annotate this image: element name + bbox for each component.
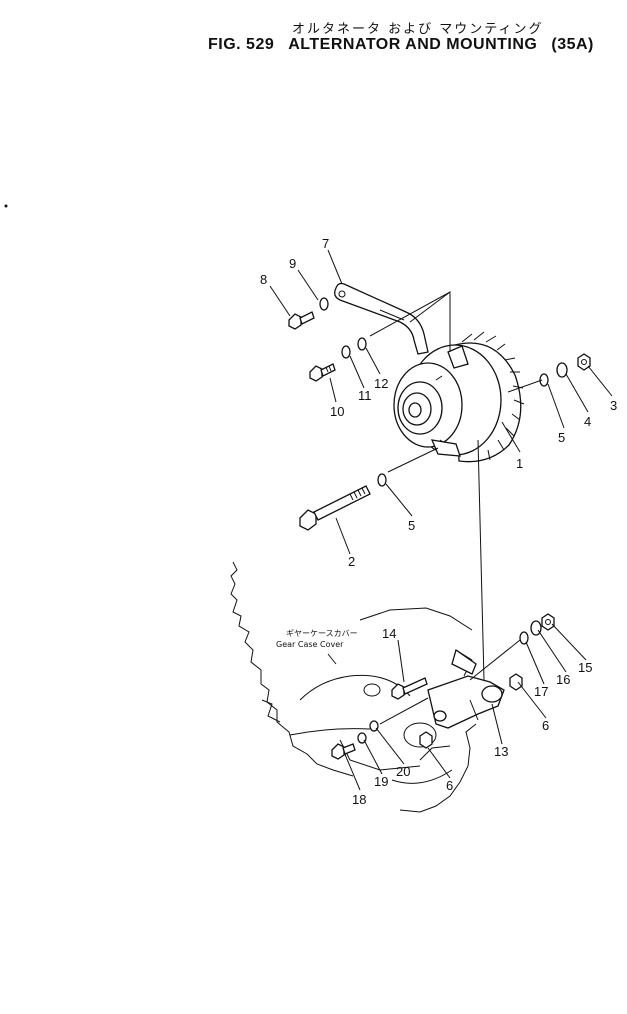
washer-4 — [556, 362, 568, 378]
callout-6-upper: 6 — [542, 718, 549, 733]
stray-mark — [4, 204, 8, 208]
washer-5-upper — [539, 373, 549, 387]
callout-13: 13 — [494, 744, 508, 759]
callout-16: 16 — [556, 672, 570, 687]
callout-2: 2 — [348, 554, 355, 569]
bolt-18 — [331, 743, 356, 760]
nut-3 — [577, 353, 591, 371]
callout-19: 19 — [374, 774, 388, 789]
bolt-14 — [391, 677, 428, 700]
callout-12: 12 — [374, 376, 388, 391]
callout-6-lower: 6 — [446, 778, 453, 793]
nut-6-upper — [509, 673, 523, 691]
nut-6-lower — [419, 731, 433, 749]
washer-12 — [357, 337, 367, 351]
pivot-bolt — [299, 485, 371, 531]
bolt-10 — [309, 363, 336, 382]
callout-8: 8 — [260, 272, 267, 287]
washer-5-lower — [377, 473, 387, 487]
callout-4: 4 — [584, 414, 591, 429]
alternator — [393, 331, 525, 463]
washer-17 — [519, 631, 529, 645]
title-japanese: オルタネータ および マウンティング — [292, 22, 544, 37]
bolt-8 — [288, 311, 315, 330]
callout-7: 7 — [322, 236, 329, 251]
gear-case-note-english: Gear Case Cover — [276, 640, 344, 649]
gear-case-note-japanese: ギヤーケースカバー — [286, 629, 358, 638]
callout-14: 14 — [382, 626, 396, 641]
callout-10: 10 — [330, 404, 344, 419]
callout-5-lower: 5 — [408, 518, 415, 533]
washer-11 — [341, 345, 351, 359]
callout-1: 1 — [516, 456, 523, 471]
leader-lines — [269, 249, 613, 791]
alternator-bracket — [427, 648, 505, 729]
callout-15: 15 — [578, 660, 592, 675]
nut-15 — [541, 613, 555, 631]
callout-11: 11 — [358, 388, 372, 403]
assembly-lines — [369, 291, 543, 725]
figure-title: FIG. 529 ALTERNATOR AND MOUNTING (35A) — [208, 36, 608, 54]
callout-20: 20 — [396, 764, 410, 779]
callout-3: 3 — [610, 398, 617, 413]
washer-9 — [319, 297, 329, 311]
callout-9: 9 — [289, 256, 296, 271]
figure-name: ALTERNATOR AND MOUNTING — [288, 36, 538, 53]
callout-labels: 7 8 9 10 11 12 1 3 4 5 5 2 14 15 16 17 6… — [260, 236, 617, 807]
callout-18: 18 — [352, 792, 366, 807]
callout-5-upper: 5 — [558, 430, 565, 445]
figure-model: (35A) — [551, 36, 594, 53]
figure-number: FIG. 529 — [208, 36, 275, 53]
callout-17: 17 — [534, 684, 548, 699]
